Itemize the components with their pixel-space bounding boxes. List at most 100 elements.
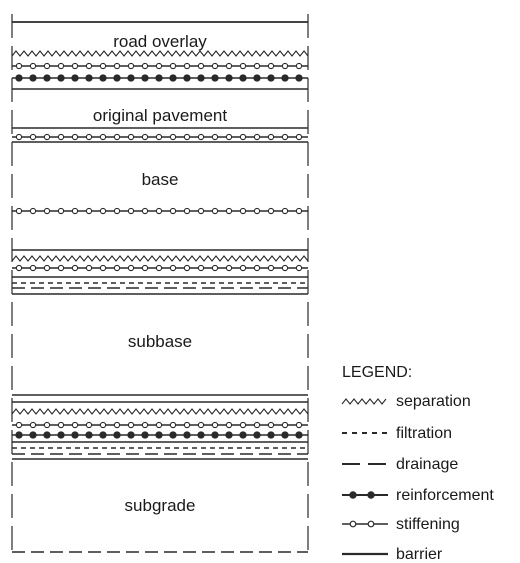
stiffening-node [85,207,93,215]
stiffening-node [141,62,149,70]
stiffening-node [197,62,205,70]
stiffening-node [197,264,205,272]
reinforcement-node [239,431,247,439]
layer-label-base: base [142,170,179,189]
stiffening-node [141,264,149,272]
reinforcement-node [141,74,149,82]
stiffening-node [15,264,23,272]
stiffening-node [43,421,51,429]
stiffening-node [225,421,233,429]
stiffening-node [127,264,135,272]
stiffening-node [225,207,233,215]
stiffening-node [113,421,121,429]
separation-line [11,50,309,57]
stiffening-node [295,264,303,272]
stiffening-node [281,264,289,272]
stiffening-node [99,207,107,215]
stiffening-node [57,62,65,70]
stiffening-node [15,133,23,141]
stiffening-node [267,207,275,215]
reinforcement-node [239,74,247,82]
reinforcement-node [295,74,303,82]
stiffening-node [267,62,275,70]
stiffening-node [29,207,37,215]
stiffening-node [29,264,37,272]
stiffening-node [197,207,205,215]
reinforcement-node [29,431,37,439]
reinforcement-node [15,431,23,439]
stiffening-node [211,207,219,215]
reinforcement-node [183,431,191,439]
stiffening-node [141,207,149,215]
legend-title: LEGEND: [342,364,412,381]
legend-stiffening-node [349,520,357,528]
reinforcement-node [29,74,37,82]
stiffening-node [197,133,205,141]
stiffening-node [211,133,219,141]
stiffening-node [239,421,247,429]
reinforcement-node [141,431,149,439]
stiffening-node [239,207,247,215]
reinforcement-node [43,74,51,82]
reinforcement-node [127,431,135,439]
stiffening-node [183,264,191,272]
stiffening-node [43,133,51,141]
stiffening-node [57,264,65,272]
layer-label-subbase: subbase [128,332,192,351]
stiffening-node [253,62,261,70]
stiffening-node [43,264,51,272]
reinforcement-node [99,431,107,439]
stiffening-node [225,133,233,141]
stiffening-node [141,421,149,429]
stiffening-node [281,62,289,70]
stiffening-node [29,133,37,141]
stiffening-node [99,264,107,272]
stiffening-node [239,133,247,141]
legend-reinforcement-node [367,491,375,499]
reinforcement-node [57,431,65,439]
stiffening-node [225,264,233,272]
layer-label-subgrade: subgrade [125,496,196,515]
stiffening-node [295,421,303,429]
reinforcement-node [155,431,163,439]
stiffening-node [183,421,191,429]
stiffening-node [169,421,177,429]
stiffening-node [155,207,163,215]
stiffening-node [253,421,261,429]
stiffening-node [127,62,135,70]
legend-symbols [341,398,388,556]
reinforcement-node [113,74,121,82]
stiffening-node [99,133,107,141]
stiffening-node [127,421,135,429]
stiffening-node [71,207,79,215]
stiffening-node [183,133,191,141]
legend-label-stiffening: stiffening [396,516,460,533]
reinforcement-node [57,74,65,82]
stiffening-node [15,421,23,429]
stiffening-node [29,421,37,429]
stiffening-node [267,133,275,141]
reinforcement-node [85,431,93,439]
stiffening-node [29,62,37,70]
stiffening-node [85,264,93,272]
separation-line [11,255,309,262]
stiffening-node [71,421,79,429]
stiffening-node [113,133,121,141]
reinforcement-node [127,74,135,82]
stiffening-node [71,264,79,272]
layer-label-original-pavement: original pavement [93,106,227,125]
reinforcement-node [71,431,79,439]
stiffening-node [99,421,107,429]
stiffening-node [15,62,23,70]
reinforcement-node [225,431,233,439]
stiffening-node [211,421,219,429]
reinforcement-node [43,431,51,439]
stiffening-node [155,62,163,70]
stiffening-node [197,421,205,429]
legend-reinforcement-node [349,491,357,499]
separation-line [341,398,387,405]
reinforcement-node [197,74,205,82]
reinforcement-node [281,74,289,82]
stiffening-node [267,421,275,429]
stiffening-node [295,133,303,141]
